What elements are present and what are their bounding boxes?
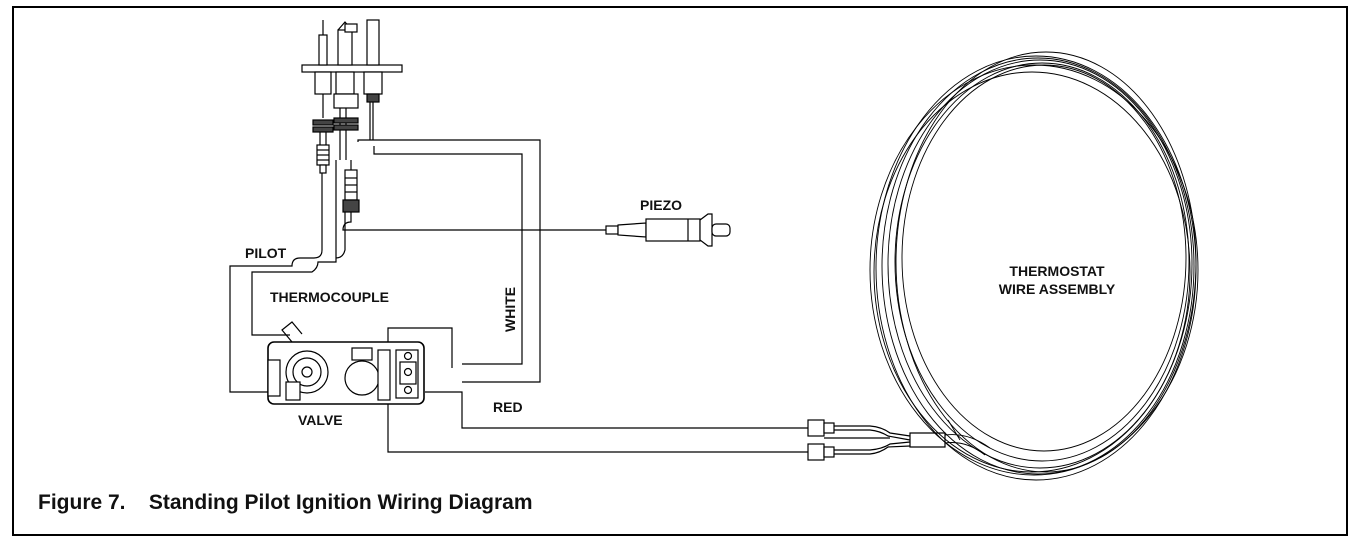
piezo-igniter [605,213,731,247]
wire-connectors [807,419,946,461]
valve-label: VALVE [298,412,343,428]
red-wire-label: RED [493,399,523,415]
diagram-frame [12,6,1348,536]
thermostat-wire-coil [869,51,1199,481]
white-wire-label: WHITE [502,287,518,332]
pilot-label: PILOT [245,245,287,261]
gas-valve [267,321,425,405]
pilot-assembly [301,19,403,213]
piezo-label: PIEZO [640,197,682,213]
figure-title: Standing Pilot Ignition Wiring Diagram [148,491,533,514]
thermocouple-label: THERMOCOUPLE [270,289,389,305]
thermostat-label-line2: WIRE ASSEMBLY [999,281,1116,297]
figure-caption: Figure 7. Standing Pilot Ignition Wiring… [38,491,533,515]
figure-number: Figure 7. [38,491,126,514]
thermostat-label-line1: THERMOSTAT [1009,263,1105,279]
